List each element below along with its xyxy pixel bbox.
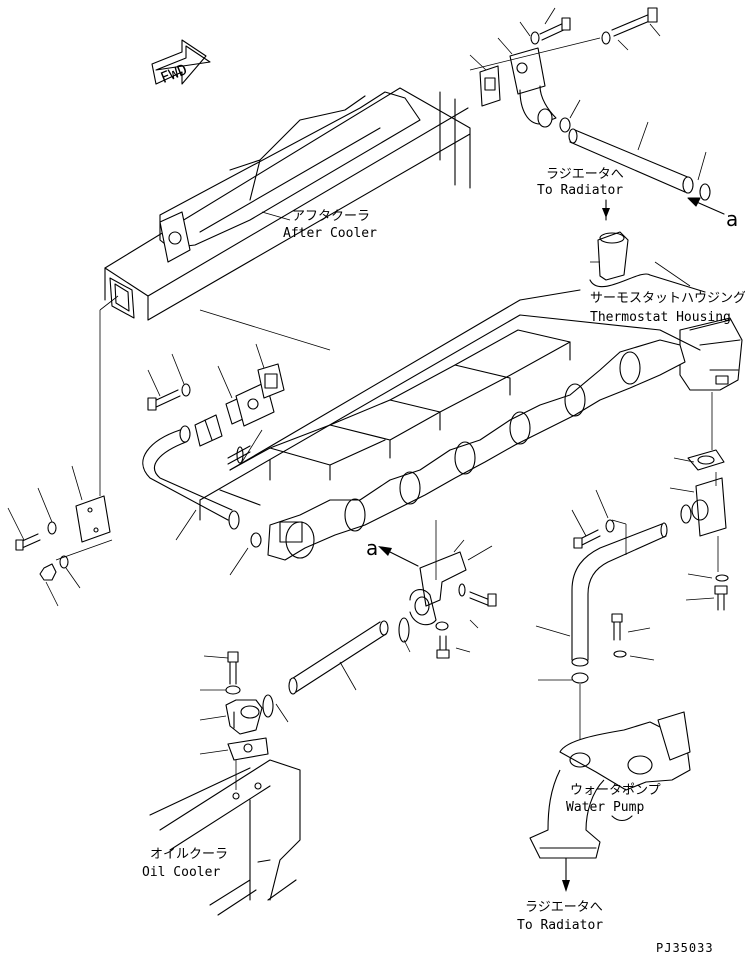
bolt-icon (530, 17, 571, 45)
bolt-icon (601, 7, 658, 45)
left-hose (142, 425, 240, 530)
upper-pipe (568, 128, 711, 201)
thermostat-housing (589, 231, 743, 391)
thermostat-label-en: Thermostat Housing (590, 310, 731, 325)
fwd-arrow-icon: FWD (151, 39, 211, 87)
bolt-icon (573, 519, 615, 549)
after-cooler-label-jp: アフタクーラ (292, 209, 370, 224)
upper-elbow (479, 47, 571, 133)
to-radiator-bottom-jp: ラジエータへ (525, 900, 603, 915)
oil-cooler-fittings (225, 651, 274, 761)
oil-cooler-body (149, 759, 301, 916)
water-pump-label-en: Water Pump (566, 800, 644, 815)
water-manifold (267, 339, 686, 561)
thermostat-label-jp: サーモスタットハウジング (590, 291, 745, 306)
to-radiator-top-en: To Radiator (537, 183, 623, 198)
engine-block (199, 289, 701, 521)
water-pump (529, 672, 691, 859)
nut-icon (39, 555, 69, 581)
long-pipe (288, 617, 410, 695)
ref-a-upper: a (726, 207, 738, 231)
small-cover-plate (75, 495, 111, 543)
after-cooler-label-en: After Cooler (283, 226, 377, 241)
drawing-code: PJ35033 (656, 941, 714, 955)
right-bent-pipe (571, 522, 668, 667)
left-elbow-fitting (194, 381, 275, 447)
after-cooler-body (104, 87, 471, 321)
center-bracket (409, 551, 497, 659)
to-radiator-top-jp: ラジエータへ (546, 167, 624, 182)
left-gasket (257, 363, 285, 399)
oil-cooler-label-en: Oil Cooler (142, 865, 220, 880)
small-bolt-right (611, 613, 627, 658)
oil-cooler-label-jp: オイルクーラ (150, 847, 228, 862)
to-radiator-bottom-en: To Radiator (517, 918, 603, 933)
water-pump-label-jp: ウォータポンプ (570, 783, 661, 798)
small-bolts-left (147, 383, 251, 465)
ref-a-center: a (366, 536, 378, 560)
right-housing-fitting (680, 449, 729, 611)
bolt-icon (15, 521, 57, 551)
